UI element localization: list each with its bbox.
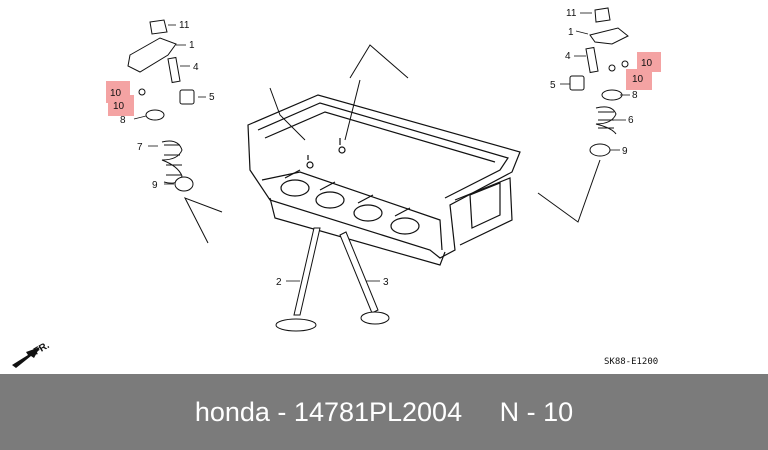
drawing-code: SK88-E1200 (604, 357, 658, 367)
leader-lines (183, 44, 601, 244)
left-callout-1: 1 (189, 40, 195, 51)
left-callout-4: 4 (193, 62, 199, 73)
left-callout-10-highlight-b (108, 95, 134, 116)
left-callout-10a: 10 (110, 88, 122, 99)
valve-callout-2: 2 (276, 277, 282, 288)
right-callout-10b: 10 (632, 74, 644, 85)
ref-prefix: N - (499, 396, 544, 427)
right-callout-10-highlight-a (637, 52, 661, 72)
left-valvetrain (127, 19, 195, 192)
front-marker-label: FR. (32, 340, 52, 358)
left-callout-7: 7 (137, 142, 143, 153)
left-callout-5: 5 (209, 92, 215, 103)
front-arrow-icon: FR. (12, 340, 52, 368)
right-callout-6: 6 (628, 115, 634, 126)
parts-diagram: 11 1 4 10 5 10 8 7 9 11 1 10 4 10 5 8 6 … (12, 7, 661, 368)
valves (275, 227, 390, 332)
right-callout-9: 9 (622, 146, 628, 157)
left-callouts (133, 24, 206, 185)
brand-name: honda (194, 396, 270, 427)
right-callout-1: 1 (568, 27, 574, 38)
ref-number: 10 (543, 396, 574, 427)
right-callout-4: 4 (565, 51, 571, 62)
right-callout-5: 5 (550, 80, 556, 91)
right-callout-10a: 10 (641, 58, 653, 69)
left-callout-9: 9 (152, 180, 158, 191)
cylinder-head (247, 94, 521, 266)
brand-separator: - (269, 396, 294, 427)
left-callout-11: 11 (179, 20, 190, 31)
part-number: 14781PL2004 (293, 396, 463, 427)
left-callout-8: 8 (120, 115, 126, 126)
right-callout-8: 8 (632, 90, 638, 101)
valve-callout-3: 3 (383, 277, 389, 288)
footer-gap (462, 397, 500, 428)
right-callout-10-highlight-b (626, 69, 652, 90)
right-callouts (560, 12, 630, 151)
part-info-bar: honda - 14781PL2004 N - 10 (0, 374, 768, 450)
left-callout-10b: 10 (113, 101, 125, 112)
right-valvetrain (569, 7, 629, 157)
right-callout-11: 11 (566, 8, 577, 19)
